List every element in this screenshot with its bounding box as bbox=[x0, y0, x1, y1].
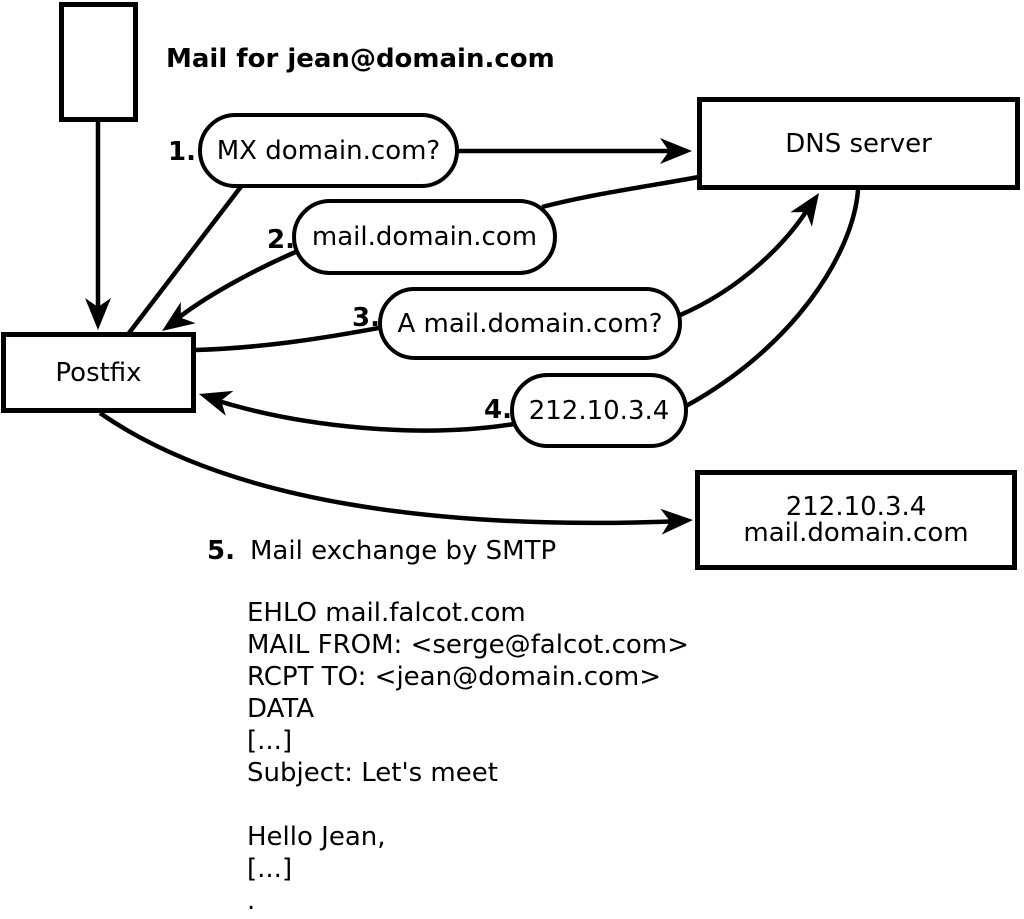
arrow-line-query-mx-up bbox=[127, 182, 245, 335]
dns-server-label: DNS server bbox=[785, 128, 932, 159]
arrowhead-query-a bbox=[790, 193, 819, 227]
dns-server-box: DNS server bbox=[697, 97, 1020, 190]
smtp-line: . bbox=[247, 886, 256, 916]
postfix-box: Postfix bbox=[1, 332, 196, 413]
mail-server-hostname: mail.domain.com bbox=[743, 518, 969, 548]
step4-number: 4. bbox=[484, 395, 512, 425]
arrowhead-mail-to-postfix bbox=[85, 298, 111, 330]
smtp-line bbox=[247, 789, 689, 821]
smtp-line: DATA bbox=[247, 694, 314, 724]
step5-label: Mail exchange by SMTP bbox=[250, 536, 557, 566]
arrowhead-reply-a bbox=[199, 390, 234, 416]
step5-number: 5. bbox=[207, 536, 235, 566]
step3-query-a-pill: A mail.domain.com? bbox=[378, 287, 682, 360]
arrowhead-smtp-exchange bbox=[660, 508, 693, 535]
diagram-title: Mail for jean@domain.com bbox=[166, 44, 555, 74]
postfix-label: Postfix bbox=[55, 357, 142, 388]
arrow-line-reply-mx-from-dns bbox=[541, 174, 700, 210]
step3-query-a-text: A mail.domain.com? bbox=[397, 308, 663, 339]
arrow-line-reply-a-from-dns bbox=[684, 189, 861, 408]
step2-reply-mx-text: mail.domain.com bbox=[311, 222, 538, 252]
mail-server-ip: 212.10.3.4 bbox=[785, 492, 927, 522]
smtp-line: [...] bbox=[247, 854, 293, 884]
mail-server-box: 212.10.3.4 mail.domain.com bbox=[695, 470, 1017, 570]
arrow-line-smtp-exchange bbox=[98, 411, 685, 526]
smtp-line: [...] bbox=[247, 726, 293, 756]
step3-number: 3. bbox=[352, 303, 380, 333]
step2-number: 2. bbox=[267, 225, 295, 255]
arrow-line-reply-mx-down bbox=[170, 248, 299, 325]
smtp-line: EHLO mail.falcot.com bbox=[247, 598, 526, 628]
mail-envelope-shape bbox=[59, 2, 138, 122]
arrow-line-query-a-to-dns bbox=[677, 200, 814, 319]
step1-number: 1. bbox=[168, 137, 196, 167]
step4-reply-a-pill: 212.10.3.4 bbox=[510, 373, 688, 448]
arrow-line-reply-a-to-postfix bbox=[211, 396, 515, 433]
smtp-line: MAIL FROM: <serge@falcot.com> bbox=[247, 630, 689, 660]
smtp-line: RCPT TO: <jean@domain.com> bbox=[247, 662, 662, 692]
step4-reply-a-text: 212.10.3.4 bbox=[528, 395, 670, 426]
arrow-line-query-a-out bbox=[195, 324, 385, 353]
arrowhead-query-mx bbox=[660, 138, 692, 164]
step1-query-mx-text: MX domain.com? bbox=[216, 135, 441, 166]
smtp-session-transcript: EHLO mail.falcot.com MAIL FROM: <serge@f… bbox=[247, 597, 689, 917]
smtp-line: Subject: Let's meet bbox=[247, 758, 498, 788]
smtp-line: Hello Jean, bbox=[247, 822, 386, 852]
arrowhead-reply-mx bbox=[162, 301, 196, 331]
step2-reply-mx-pill: mail.domain.com bbox=[292, 199, 557, 275]
step1-query-mx-pill: MX domain.com? bbox=[198, 113, 459, 188]
